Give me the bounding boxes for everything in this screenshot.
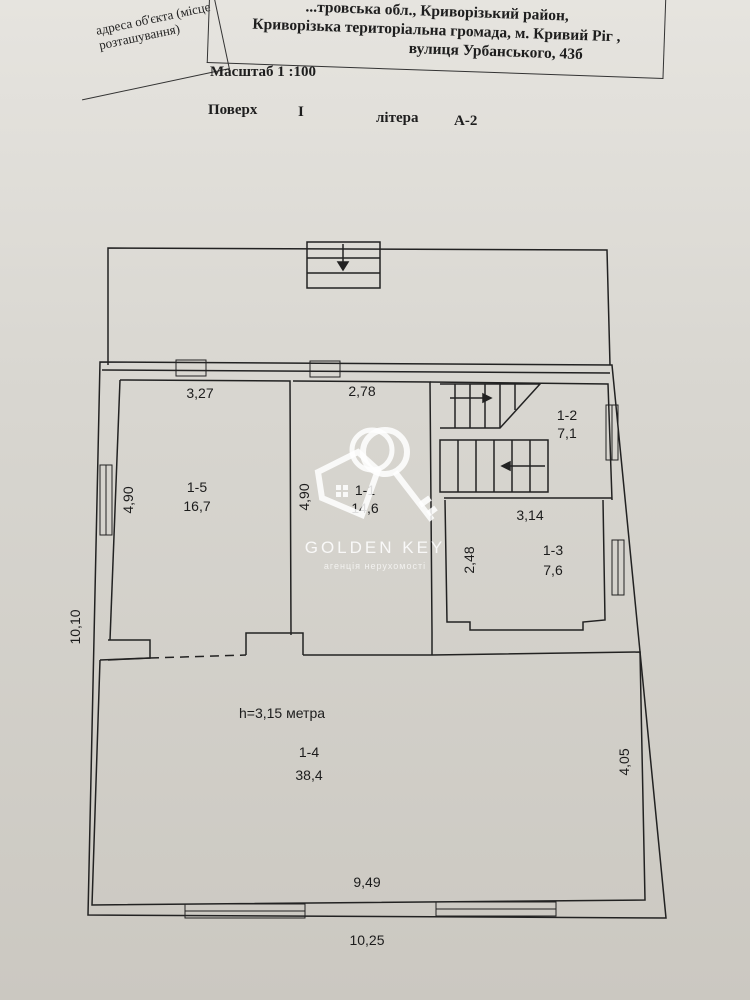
letter-value: А-2: [454, 113, 478, 129]
room-1-2-wall: [429, 381, 613, 501]
dim-2-48: 2,48: [461, 546, 477, 573]
interior-stairs: [439, 383, 549, 493]
floor-value: I: [298, 104, 304, 120]
porch-outline: [107, 247, 611, 366]
porch-stairs: [306, 241, 381, 289]
dim-4-90-mid: 4,90: [296, 483, 312, 510]
floor-label: Поверх: [208, 102, 258, 118]
dim-3-27: 3,27: [186, 385, 213, 401]
dim-3-14: 3,14: [516, 507, 543, 523]
dim-4-05: 4,05: [616, 748, 632, 775]
room-1-4-wall: [91, 651, 646, 906]
dim-10-10: 10,10: [67, 609, 83, 644]
room-1-4-area: 38,4: [295, 767, 322, 783]
height-note: h=3,15 метра: [239, 705, 325, 721]
room-1-1-wall: [245, 380, 433, 655]
room-1-5-area: 16,7: [183, 498, 210, 514]
room-1-2-area: 7,1: [557, 425, 577, 441]
room-1-3-wall: [431, 499, 606, 655]
letter-label: літера: [376, 110, 419, 126]
room-1-3-id: 1-3: [543, 542, 563, 558]
watermark-tagline: агенція нерухомості: [324, 561, 426, 571]
room-1-3-area: 7,6: [543, 562, 563, 578]
windows: [99, 359, 625, 919]
dim-4-90-left: 4,90: [120, 486, 136, 513]
dim-2-78: 2,78: [348, 383, 375, 399]
dim-10-25: 10,25: [349, 932, 384, 948]
scale-label: Масштаб 1 :100: [210, 64, 317, 80]
watermark-brand: GOLDEN KEY: [305, 538, 446, 557]
room-1-2-id: 1-2: [557, 407, 577, 423]
room-1-5-wall: [107, 379, 292, 661]
room-1-4-id: 1-4: [299, 744, 319, 760]
dim-9-49: 9,49: [353, 874, 380, 890]
outer-wall: [87, 361, 667, 919]
room-1-5-id: 1-5: [187, 479, 207, 495]
golden-key-logo-icon: [314, 427, 438, 522]
